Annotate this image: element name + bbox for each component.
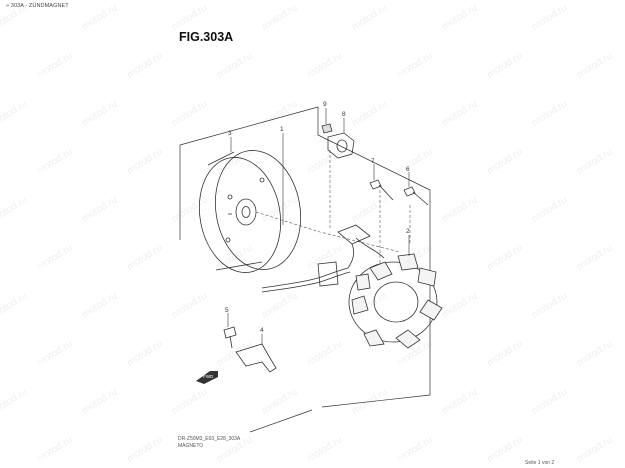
page-indicator: Seite 1 von 2 — [525, 460, 555, 466]
callout-leaders — [227, 108, 410, 345]
centerline — [255, 150, 411, 275]
callout-9: 9 — [323, 101, 327, 108]
callout-5: 5 — [225, 307, 229, 314]
clamp-and-bolt — [223, 326, 277, 373]
figure-title: FIG.303A — [179, 30, 234, 44]
fwd-arrow: FWD — [196, 371, 218, 384]
stator-coil — [348, 253, 443, 349]
breadcrumb[interactable]: » 303A - ZÜNDMAGNET — [6, 3, 69, 9]
figure-footer: DR-Z50M3_E03_E28_303A MAGNETO — [178, 436, 240, 450]
callout-6: 6 — [406, 166, 410, 173]
callout-1: 1 — [280, 126, 284, 133]
callout-8: 8 — [342, 111, 346, 118]
stator-bolts — [369, 179, 429, 206]
svg-text:FWD: FWD — [203, 374, 214, 379]
wire-harness — [261, 224, 385, 293]
callout-numbers: 1 2 3 4 5 6 7 8 9 — [225, 101, 410, 334]
callout-4: 4 — [260, 327, 264, 334]
assembly-frame — [179, 106, 431, 433]
flywheel-rotor — [198, 150, 302, 273]
callout-2: 2 — [406, 228, 410, 235]
nut-and-key — [321, 123, 355, 159]
model-code: DR-Z50M3_E03_E28_303A — [178, 436, 241, 442]
callout-7: 7 — [371, 158, 375, 165]
callout-3: 3 — [228, 130, 232, 137]
part-name: MAGNETO — [178, 443, 204, 449]
